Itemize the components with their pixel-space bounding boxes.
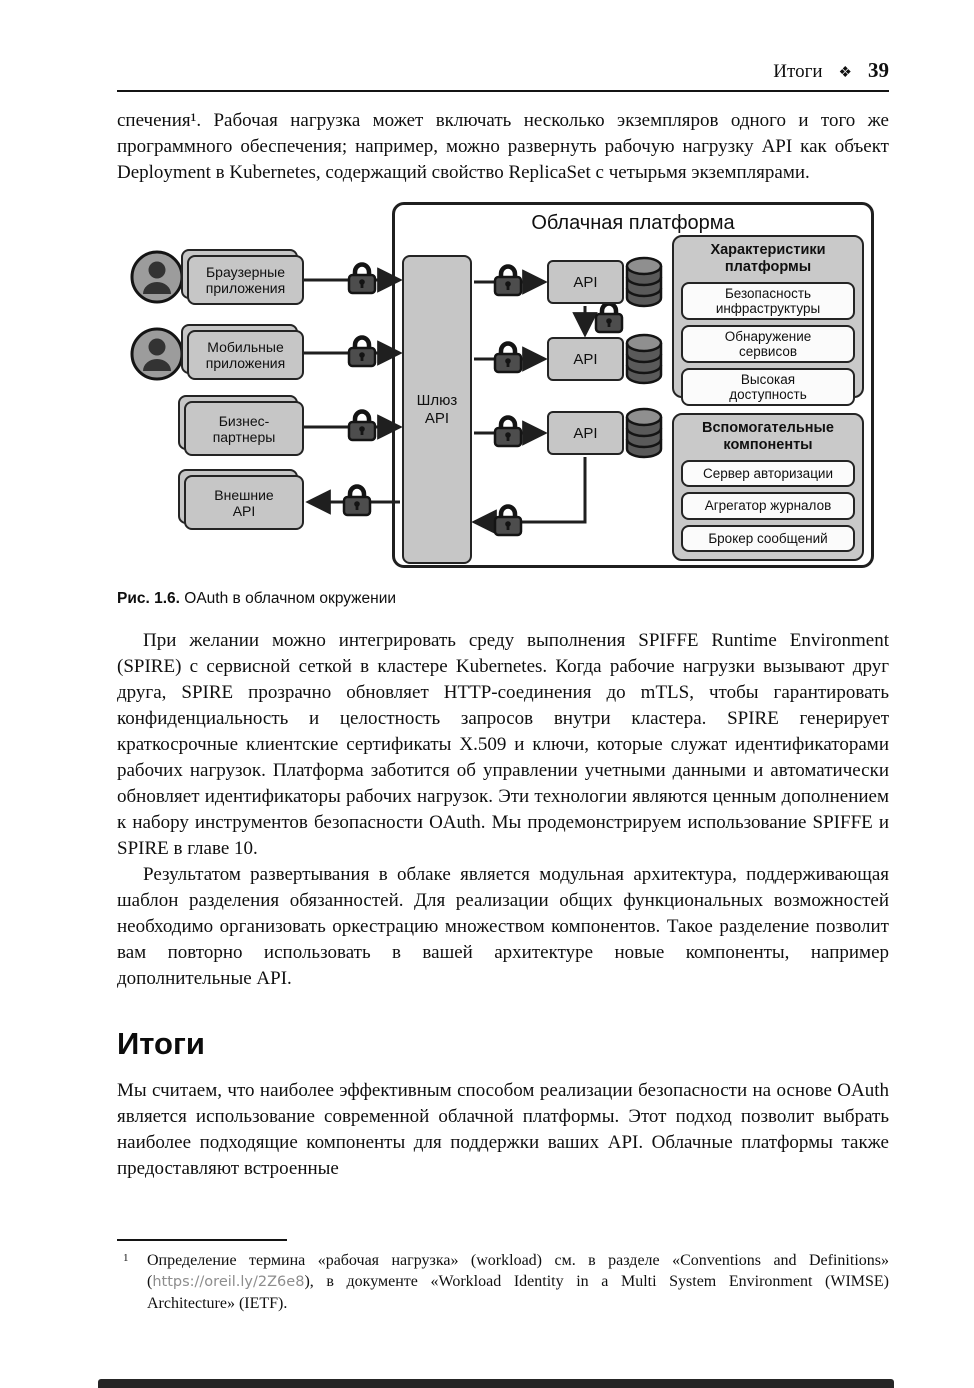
- api-box-1: API: [547, 260, 624, 304]
- database-icon: [625, 256, 663, 308]
- api-box-2: API: [547, 337, 624, 381]
- client-box-browser-apps: Браузерные приложения: [181, 249, 304, 305]
- running-head-section: Итоги: [773, 61, 823, 82]
- diagram-connectors: [130, 250, 663, 578]
- api-box-3: API: [547, 411, 624, 455]
- api-gateway-box: Шлюз API: [402, 255, 472, 564]
- supporting-components-panel: Вспомогательные компоненты Сервер автори…: [672, 413, 864, 561]
- running-head: Итоги ❖ 39: [117, 0, 889, 83]
- arrow-api3-to-gateway: [471, 457, 587, 535]
- gateway-label: API: [424, 409, 450, 427]
- database-icon: [625, 407, 663, 459]
- user-icon: [130, 250, 184, 304]
- client-label: Мобильные: [207, 339, 284, 355]
- client-box-business-partners: Бизнес- партнеры: [178, 395, 304, 456]
- client-label: приложения: [205, 280, 286, 296]
- client-label: Бизнес-: [218, 412, 270, 429]
- figure-diagram: Облачная платформа: [117, 200, 889, 578]
- panel-item-authorization-server: Сервер авторизации: [681, 460, 855, 488]
- padlock-icon: [349, 265, 375, 294]
- panel-item-high-availability: Высокая доступность: [681, 368, 855, 406]
- header-rule: [117, 90, 889, 92]
- figure-caption: Рис. 1.6. OAuth в облачном окружении: [117, 590, 889, 608]
- panel-item-service-discovery: Обнаружение сервисов: [681, 325, 855, 363]
- database-icon: [625, 333, 663, 385]
- client-box-mobile-apps: Мобильные приложения: [181, 324, 304, 380]
- client-label: Внешние: [214, 486, 274, 503]
- page-content: Итоги ❖ 39 спечения¹. Рабочая нагрузка м…: [117, 0, 889, 1182]
- footnote-text: ), в документе «Workload Identity in a M…: [147, 1273, 889, 1312]
- panel-item-message-broker: Брокер сообщений: [681, 524, 855, 552]
- footnote-marker: 1: [123, 1252, 129, 1264]
- figure-caption-label: Рис. 1.6.: [117, 590, 180, 607]
- padlock-icon: [349, 412, 375, 441]
- section-heading: Итоги: [117, 1026, 205, 1061]
- gateway-label: Шлюз: [416, 391, 458, 409]
- paragraph-3: Результатом развертывания в облаке являе…: [117, 864, 889, 989]
- user-icon: [130, 327, 184, 381]
- client-label: Браузерные: [205, 264, 286, 280]
- footnote-text: Определение термина «рабочая нагрузка» (…: [147, 1252, 889, 1290]
- panel-item-log-aggregator: Агрегатор журналов: [681, 492, 855, 520]
- paragraph-4: Мы считаем, что наиболее эффективным спо…: [117, 1080, 889, 1179]
- panel-title: Вспомогательные компоненты: [702, 420, 834, 453]
- client-label: API: [232, 502, 256, 519]
- footnote-link[interactable]: https://oreil.ly/2Z6e8: [152, 1274, 305, 1290]
- paragraph-1: спечения¹. Рабочая нагрузка может включа…: [117, 110, 889, 183]
- page-number: 39: [868, 58, 889, 82]
- padlock-icon: [344, 487, 370, 516]
- diamond-ornament-icon: ❖: [838, 65, 852, 81]
- figure-caption-text: OAuth в облачном окружении: [184, 590, 397, 607]
- footnote: 1 Определение термина «рабочая нагрузка»…: [117, 1239, 889, 1314]
- panel-title: Характеристики платформы: [710, 242, 826, 275]
- padlock-icon: [495, 267, 521, 296]
- cloud-platform-title: Облачная платформа: [531, 212, 735, 234]
- platform-characteristics-panel: Характеристики платформы Безопасность ин…: [672, 235, 864, 406]
- padlock-icon: [349, 338, 375, 367]
- padlock-icon: [495, 344, 521, 373]
- panel-item-infrastructure-security: Безопасность инфраструктуры: [681, 282, 855, 320]
- page-edge-shadow: [98, 1379, 894, 1388]
- padlock-icon: [596, 304, 622, 333]
- client-label: партнеры: [212, 428, 276, 445]
- client-label: приложения: [205, 355, 286, 371]
- paragraph-2: При желании можно интегрировать среду вы…: [117, 630, 889, 859]
- padlock-icon: [495, 507, 521, 536]
- client-box-external-api: Внешние API: [178, 469, 304, 530]
- padlock-icon: [495, 418, 521, 447]
- footnote-rule: [117, 1239, 287, 1241]
